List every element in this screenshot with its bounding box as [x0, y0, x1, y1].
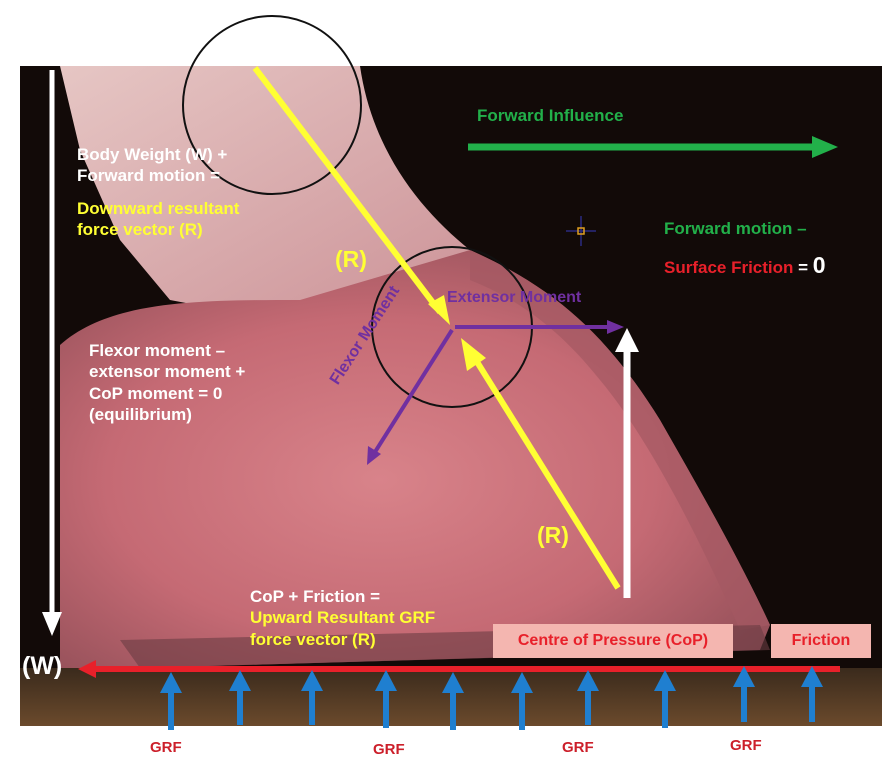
forward-influence-label: Forward Influence: [477, 106, 624, 125]
grf-arrow: [577, 670, 599, 725]
equilibrium-label: Flexor moment – extensor moment + CoP mo…: [89, 341, 246, 424]
friction-box: Friction: [771, 624, 871, 658]
cop-friction-label: CoP + Friction = Upward Resultant GRF fo…: [250, 587, 436, 649]
grf-arrow: [511, 672, 533, 730]
grf-arrow: [229, 670, 251, 725]
flexor-moment-arrow: [373, 328, 454, 454]
grf-arrow: [375, 670, 397, 728]
grf-label: GRF: [562, 739, 594, 756]
downward-resultant-arrowhead: [428, 295, 450, 325]
grf-label: GRF: [730, 737, 762, 754]
weight-label: (W): [22, 652, 63, 680]
friction-arrowhead: [78, 660, 96, 678]
grf-arrows: [160, 666, 823, 730]
grf-label: GRF: [150, 739, 182, 756]
body-weight-label: Body Weight (W) + Forward motion =: [77, 145, 228, 186]
upward-resultant-arrowhead: [461, 338, 486, 371]
r-bottom-label: (R): [537, 522, 569, 548]
joint-circle-top: [182, 15, 362, 195]
downward-resultant-arrow: [252, 66, 443, 314]
grf-arrow: [654, 670, 676, 728]
grf-arrow: [160, 672, 182, 730]
extensor-moment-arrowhead: [607, 320, 624, 334]
grf-arrow: [801, 666, 823, 722]
weight-arrowhead: [42, 612, 62, 636]
extensor-moment-label: Extensor Moment: [447, 289, 582, 306]
hoof-wall: [470, 250, 770, 630]
cop-vertical-arrowhead: [615, 328, 639, 352]
downward-resultant-label: Downward resultant force vector (R): [77, 199, 240, 240]
surface-friction-label: Surface Friction = 0: [664, 252, 826, 278]
grf-arrow: [733, 666, 755, 722]
grf-arrow: [301, 670, 323, 725]
flexor-moment-arrowhead: [367, 446, 381, 465]
upward-resultant-arrow: [471, 355, 621, 590]
crosshair-marker: [566, 216, 596, 246]
forward-motion-label: Forward motion –: [664, 219, 807, 238]
grf-label: GRF: [373, 741, 405, 758]
grf-arrow: [442, 672, 464, 730]
centre-of-pressure-box: Centre of Pressure (CoP): [493, 624, 733, 658]
r-top-label: (R): [335, 246, 367, 272]
forward-influence-arrowhead: [812, 136, 838, 158]
